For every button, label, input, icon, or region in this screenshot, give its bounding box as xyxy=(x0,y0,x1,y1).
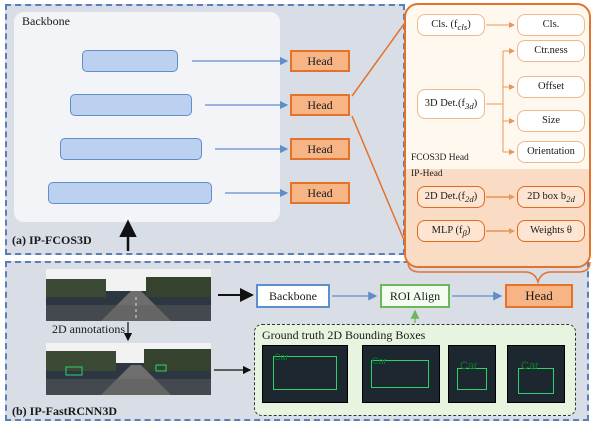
weights-output-node: Weights θ xyxy=(517,220,585,242)
mlp-branch-node: MLP (fβ) xyxy=(417,220,485,242)
annotations-label: 2D annotations xyxy=(52,322,125,336)
ground-truth-label: Ground truth 2D Bounding Boxes xyxy=(262,328,426,342)
box2d-output-node: 2D box b2d xyxy=(517,186,585,208)
gt-crop-4: Car xyxy=(507,345,565,403)
head-box-1: Head xyxy=(290,50,350,72)
car-label-4: Car xyxy=(521,360,539,372)
head-box-4: Head xyxy=(290,182,350,204)
backbone-node: Backbone xyxy=(256,284,330,308)
car-label-2: Car xyxy=(372,356,387,366)
ip-head-region xyxy=(406,169,589,266)
fcos3d-head-label: FCOS3D Head xyxy=(411,153,469,163)
zoom-line-top xyxy=(351,23,405,97)
car-label-1: Car xyxy=(274,352,289,362)
cls-branch-node: Cls. (fcls) xyxy=(417,14,485,36)
det3d-branch-node: 3D Det.(f3d) xyxy=(417,89,485,119)
ip-head-label: IP-Head xyxy=(411,169,443,179)
backbone-layer-1 xyxy=(82,50,178,72)
car-label-3: Car xyxy=(460,360,478,372)
orientation-output-node: Orientation xyxy=(517,141,585,163)
input-image-top xyxy=(46,269,211,321)
input-image-annotated xyxy=(46,343,211,395)
offset-output-node: Offset xyxy=(517,76,585,98)
gt-bbox-2 xyxy=(371,360,429,388)
backbone-layer-3 xyxy=(60,138,202,160)
det2d-branch-node: 2D Det.(f2d) xyxy=(417,186,485,208)
gt-bbox-3 xyxy=(457,368,487,390)
panel-a-title: (a) IP-FCOS3D xyxy=(12,233,92,247)
gt-crop-1: Car xyxy=(262,345,348,403)
head-node: Head xyxy=(505,284,573,308)
cls-output-node: Cls. xyxy=(517,14,585,36)
roi-align-node: ROI Align xyxy=(380,284,450,308)
ctrness-output-node: Ctr.ness xyxy=(517,40,585,62)
head-box-3: Head xyxy=(290,138,350,160)
panel-b-title: (b) IP-FastRCNN3D xyxy=(12,404,117,418)
backbone-layer-4 xyxy=(48,182,212,204)
gt-crop-2: Car xyxy=(362,345,440,403)
gt-bbox-1 xyxy=(273,356,337,390)
ip-head-brace xyxy=(407,261,591,285)
gt-bbox-4 xyxy=(518,368,554,394)
gt-crop-3: Car xyxy=(448,345,496,403)
size-output-node: Size xyxy=(517,110,585,132)
backbone-label: Backbone xyxy=(22,14,70,28)
backbone-layer-2 xyxy=(70,94,192,116)
head-box-2: Head xyxy=(290,94,350,116)
zoom-line-bottom xyxy=(351,115,405,241)
